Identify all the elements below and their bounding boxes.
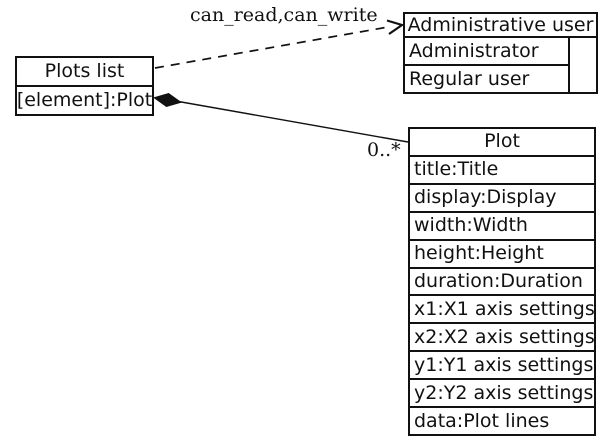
access-edge-dashed-line xyxy=(154,25,392,69)
empty-cell xyxy=(568,38,596,92)
composition-edge-solid-line xyxy=(169,99,409,143)
plots-list-title: Plots list xyxy=(44,60,125,82)
plot-attribute-row: title:Title xyxy=(410,154,594,183)
node-plot: Plot title:Title display:Display width:W… xyxy=(408,127,596,436)
plot-title: Plot xyxy=(484,130,520,153)
plot-attribute-row: x1:X1 axis settings xyxy=(410,294,594,322)
open-arrowhead-icon xyxy=(386,19,405,35)
plot-attribute-row: display:Display xyxy=(410,182,594,211)
plot-attribute-row: y1:Y1 axis settings xyxy=(410,350,594,378)
plot-attribute-row: y2:Y2 axis settings xyxy=(410,378,594,406)
plot-attribute-row: data:Plot lines xyxy=(410,406,594,434)
subtype-administrator: Administrator xyxy=(409,39,539,62)
plots-list-element-row: [element]:Plot xyxy=(17,85,152,114)
edge-label-can-read-can-write: can_read,can_write xyxy=(190,4,378,26)
administrative-user-title: Administrative user xyxy=(405,14,596,38)
administrative-user-body: Administrator Regular user xyxy=(405,38,596,92)
node-plots-list: Plots list [element]:Plot xyxy=(15,56,154,116)
multiplicity-label: 0..* xyxy=(367,139,401,161)
plot-attribute-row: duration:Duration xyxy=(410,266,594,295)
filled-diamond-icon xyxy=(153,93,182,107)
node-administrative-user: Administrative user Administrator Regula… xyxy=(403,12,598,94)
plot-attribute-row: height:Height xyxy=(410,238,594,267)
subtype-regular-user: Regular user xyxy=(405,64,568,92)
plot-attribute-row: x2:X2 axis settings xyxy=(410,322,594,350)
plot-attribute-row: width:Width xyxy=(410,210,594,239)
